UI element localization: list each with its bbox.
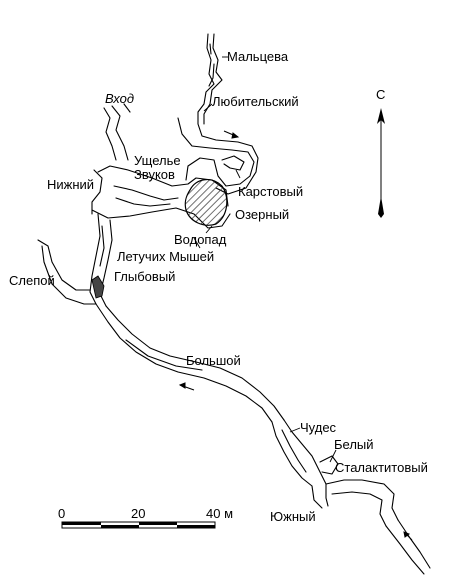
passage-glybovy-west: [89, 213, 101, 305]
label-maltseva: Мальцева: [227, 49, 289, 64]
passage-yuzhny-east: [325, 483, 329, 507]
passage-maltseva-west: [197, 33, 215, 125]
passage-glybovy-inner: [99, 225, 105, 267]
label-chudes: Чудес: [300, 420, 337, 435]
leader-chudes: [289, 427, 301, 433]
passage-main-inner: [125, 339, 203, 371]
passage-lyubitelsky-outer: [177, 117, 255, 187]
label-nizhny: Нижний: [47, 177, 95, 192]
label-lyubitelsky: Любительский: [212, 94, 299, 109]
compass-north-label: С: [376, 87, 386, 102]
lake-ozerny: [184, 179, 228, 226]
passage-chudes-east: [283, 419, 327, 485]
label-bolshoy: Большой: [186, 353, 241, 368]
passage-chudes-inner: [281, 429, 307, 473]
north-arrow-icon: [377, 108, 385, 218]
passage-se-east: [385, 525, 425, 575]
central-inner-1: [113, 185, 179, 201]
glybovy-block: [91, 275, 105, 299]
label-glybovy: Глыбовый: [114, 269, 176, 284]
central-inner-2: [115, 197, 171, 207]
leader-karstovy: [235, 169, 241, 179]
scale-tick-40: 40 м: [206, 506, 234, 521]
label-bely: Белый: [334, 437, 374, 452]
label-slepoy: Слепой: [9, 273, 55, 288]
scale-tick-0: 0: [58, 506, 66, 521]
passage-slepoy-south: [41, 245, 97, 305]
passage-main-west: [95, 303, 273, 423]
entrance-east2: [123, 103, 131, 113]
passage-slepoy-north: [37, 239, 91, 291]
passage-karstovy-loop: [221, 155, 245, 171]
leader-bely: [329, 449, 337, 463]
leader-lyubitelsky: [203, 103, 213, 112]
passage-maltseva-east: [203, 33, 223, 125]
passage-chudes-west: [271, 421, 313, 487]
entrance-west: [103, 107, 117, 161]
label-vodopad: Водопад: [174, 232, 227, 247]
passage-main-east: [105, 305, 285, 421]
label-ozerny: Озерный: [235, 207, 290, 222]
leader-letuchikh: [193, 237, 201, 249]
passage-se-west: [397, 519, 431, 569]
label-stalaktitovy: Сталактитовый: [335, 460, 428, 475]
passage-bely: [319, 455, 339, 475]
entrance-east: [111, 105, 129, 161]
label-ushchelye: Ущелье: [134, 153, 181, 168]
label-vkhod: Вход: [105, 91, 135, 106]
central-chamber-south: [91, 207, 231, 229]
label-karstovy: Карстовый: [238, 184, 304, 199]
passage-yuzhny-west: [311, 485, 323, 509]
leader-vodopad: [205, 225, 213, 234]
label-zvukov: Звуков: [134, 167, 175, 182]
passage-maltseva-inner: [208, 43, 215, 87]
nizhny-branch: [91, 169, 103, 215]
scale-tick-20: 20: [131, 506, 146, 521]
passage-stalaktitovy-south: [331, 491, 387, 527]
scale-bar: [61, 521, 216, 529]
label-yuzhny: Южный: [270, 509, 316, 524]
passage-stalaktitovy-north: [325, 479, 399, 521]
label-letuchikh-myshey: Летучих Мышей: [117, 249, 215, 264]
passage-lyubitelsky-inner: [197, 123, 259, 195]
